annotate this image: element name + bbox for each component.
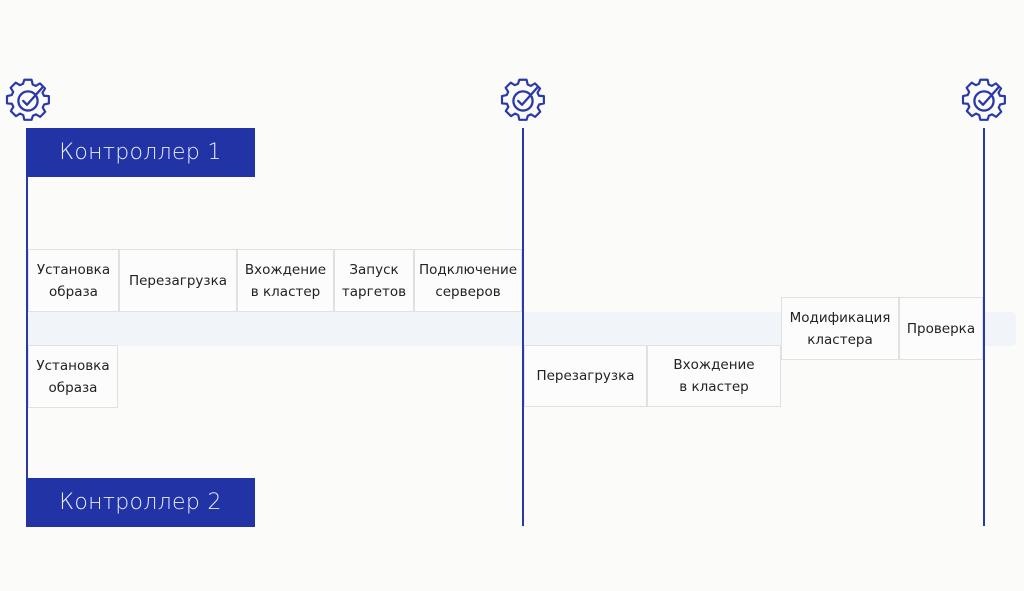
timeline-line-start: [26, 128, 28, 526]
step-label: Установка образа: [36, 357, 110, 396]
step-label: Вхождение в кластер: [673, 357, 755, 395]
step-label: Подключение серверов: [418, 261, 518, 300]
controller-1-label: Контроллер 1: [26, 128, 255, 177]
step-c1-join-cluster: Вхождение в кластер: [237, 249, 334, 312]
step-label: Проверка: [906, 320, 976, 337]
step-verify: Проверка: [899, 297, 983, 360]
timeline-line-middle: [522, 128, 524, 526]
step-modify-cluster: Модификация кластера: [781, 297, 899, 360]
timeline-line-end: [983, 128, 985, 526]
step-label: Установка образа: [36, 261, 111, 300]
step-label: Модификация кластера: [789, 309, 891, 348]
controller-2-label: Контроллер 2: [26, 478, 255, 527]
step-c2-install-image: Установка образа: [28, 345, 118, 408]
step-c2-reboot: Перезагрузка: [524, 345, 647, 407]
gear-check-icon: [961, 77, 1007, 123]
gear-check-icon: [5, 77, 51, 123]
step-label: Вхождение в кластер: [244, 261, 327, 300]
step-c1-launch-targets: Запуск таргетов: [334, 249, 414, 312]
step-c2-join-cluster: Вхождение в кластер: [647, 345, 781, 407]
step-label: Перезагрузка: [128, 272, 228, 289]
step-c1-connect-servers: Подключение серверов: [414, 249, 522, 312]
gear-check-icon: [500, 77, 546, 123]
step-label: Запуск таргетов: [341, 261, 407, 300]
step-c1-install-image: Установка образа: [28, 249, 119, 312]
step-label: Перезагрузка: [536, 368, 635, 384]
step-c1-reboot: Перезагрузка: [119, 249, 237, 312]
